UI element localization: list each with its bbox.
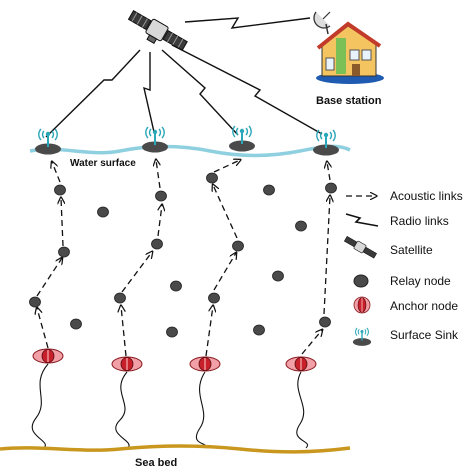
relay-node (295, 220, 307, 232)
surface-sink-legend-icon (352, 327, 372, 347)
legend-anchor-node: Anchor node (390, 299, 458, 313)
relay-node (208, 292, 220, 304)
relay-node (263, 184, 275, 196)
relay-nodes (29, 172, 337, 338)
dish-icon (313, 11, 331, 35)
radio-links (45, 17, 323, 138)
surface-sink (34, 128, 62, 156)
base-station-icon (316, 21, 384, 84)
anchor-node (111, 356, 143, 372)
relay-node (151, 238, 163, 250)
satellite-icon (127, 9, 188, 52)
surface-sink (228, 125, 256, 153)
relay-node (29, 296, 41, 308)
water-surface (29, 144, 351, 158)
relay-node (206, 172, 218, 184)
relay-node-legend-icon (353, 274, 369, 288)
base-station-label: Base station (316, 95, 382, 107)
radio-link-legend-icon (345, 213, 379, 227)
relay-node (70, 318, 82, 330)
acoustic-links (37, 160, 330, 357)
relay-node (319, 316, 331, 328)
relay-node (253, 324, 265, 336)
sea-bed (0, 444, 351, 454)
anchor-node (32, 348, 64, 364)
surface-sink (312, 129, 340, 157)
relay-node (272, 270, 284, 282)
relay-node (114, 292, 126, 304)
legend-relay-node: Relay node (390, 274, 451, 288)
sea-bed-label: Sea bed (135, 457, 177, 469)
surface-sink (141, 126, 169, 154)
water-surface-label: Water surface (70, 158, 136, 169)
relay-node (232, 240, 244, 252)
anchor-node (189, 356, 221, 372)
anchor-tethers (31, 363, 309, 449)
anchor-node-legend-icon (353, 296, 371, 314)
legend-satellite: Satellite (390, 243, 433, 257)
relay-node (54, 184, 66, 196)
relay-node (166, 326, 178, 338)
anchor-node (285, 356, 317, 372)
legend-acoustic-links: Acoustic links (390, 189, 463, 203)
relay-node (97, 206, 109, 218)
legend-surface-sink: Surface Sink (390, 328, 459, 342)
relay-node (155, 190, 167, 202)
legend: Acoustic links Radio links Satellite Rel… (343, 189, 463, 347)
legend-radio-links: Radio links (390, 214, 449, 228)
relay-node (58, 246, 70, 258)
satellite-legend-icon (343, 235, 377, 259)
relay-node (325, 182, 337, 194)
relay-node (170, 280, 182, 292)
